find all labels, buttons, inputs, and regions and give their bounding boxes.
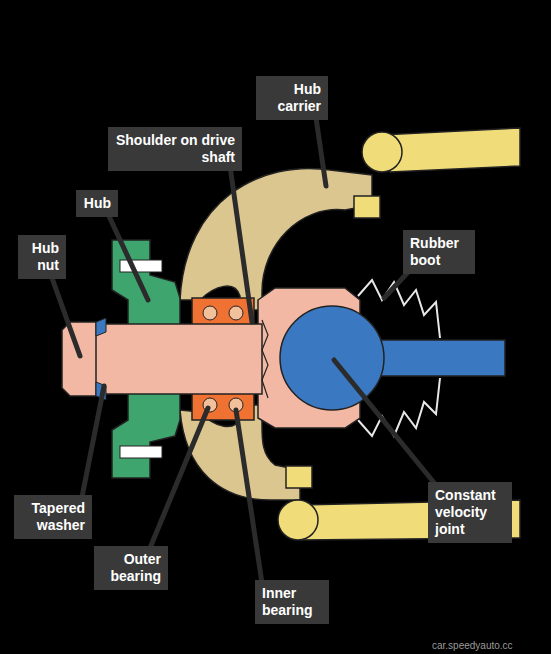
bearing-ball: [229, 306, 243, 320]
watermark: car.speedyauto.cc: [432, 640, 513, 652]
part-label: Inner bearing: [255, 580, 329, 624]
ball-joint: [362, 132, 402, 172]
leader-line: [230, 166, 252, 322]
bearing-ball: [203, 306, 217, 320]
wheel-stud: [120, 446, 162, 458]
part-label: Hub carrier: [256, 76, 328, 120]
part-label: Constant velocity joint: [428, 482, 512, 543]
leader-line: [150, 408, 208, 548]
leader-line: [108, 214, 148, 300]
part-label: Tapered washer: [14, 495, 92, 539]
stub-shaft: [95, 324, 262, 394]
hub-nut: [62, 322, 96, 396]
part-label: Outer bearing: [94, 546, 168, 590]
leader-line: [82, 386, 104, 497]
cv-ball: [280, 306, 384, 410]
tapered-washer: [96, 318, 106, 336]
bolt-nut: [286, 466, 312, 488]
part-label: Shoulder on drive shaft: [108, 127, 242, 171]
bolt-nut: [354, 196, 380, 218]
ball-joint: [278, 500, 318, 540]
leader-line: [52, 278, 80, 356]
part-label: Hub nut: [18, 235, 66, 279]
wheel-stud: [120, 260, 162, 272]
part-label: Rubber boot: [403, 230, 475, 274]
leader-line: [236, 410, 262, 583]
part-label: Hub: [76, 190, 118, 217]
leader-line: [334, 360, 440, 490]
shaft-break: [262, 320, 268, 398]
leader-line: [316, 118, 326, 186]
